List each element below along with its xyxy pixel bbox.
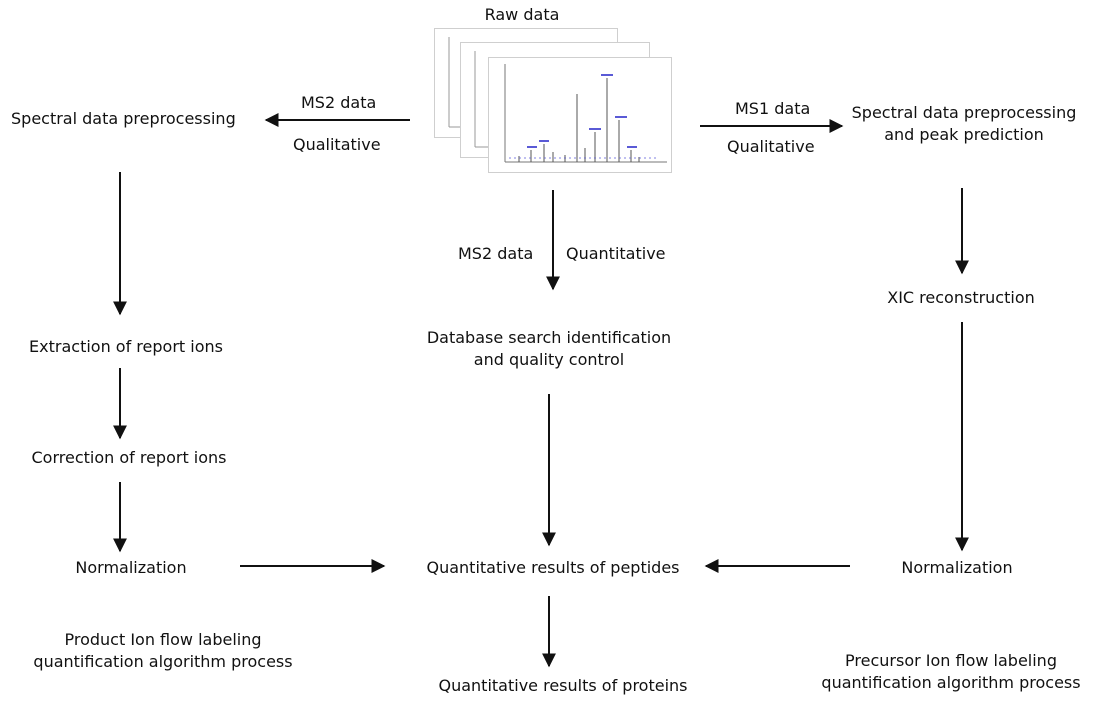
left-ms2-data-label: MS2 data — [301, 93, 377, 112]
product-ion-caption: Product Ion flow labeling quantification… — [33, 630, 293, 671]
quantitative-results-proteins: Quantitative results of proteins — [438, 676, 688, 695]
left-spectral-preprocessing: Spectral data preprocessing — [11, 109, 236, 128]
right-qualitative-label: Qualitative — [727, 137, 815, 156]
xic-reconstruction: XIC reconstruction — [887, 288, 1035, 307]
left-qualitative-label: Qualitative — [293, 135, 381, 154]
left-normalization: Normalization — [75, 558, 187, 577]
raw-data-title: Raw data — [484, 5, 560, 24]
precursor-ion-caption: Precursor Ion flow labeling quantificati… — [821, 651, 1081, 692]
database-search-identification: Database search identification and quali… — [426, 328, 672, 369]
right-spectral-preprocessing: Spectral data preprocessing and peak pre… — [851, 103, 1077, 144]
spectrum-card-front — [488, 57, 672, 173]
extraction-of-report-ions: Extraction of report ions — [29, 337, 223, 356]
spectrum-plot-front — [504, 64, 667, 163]
correction-of-report-ions: Correction of report ions — [31, 448, 227, 467]
quantitative-results-peptides: Quantitative results of peptides — [426, 558, 680, 577]
right-normalization: Normalization — [901, 558, 1013, 577]
center-quantitative-label: Quantitative — [566, 244, 666, 263]
right-ms1-data-label: MS1 data — [735, 99, 811, 118]
center-ms2-data-label: MS2 data — [458, 244, 534, 263]
